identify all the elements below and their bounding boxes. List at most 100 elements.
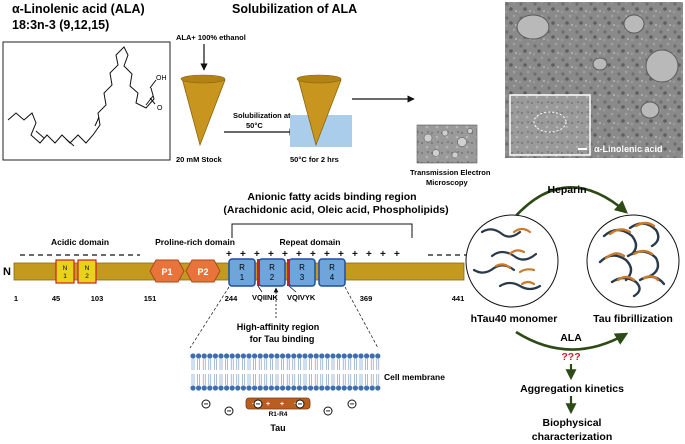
affinity-label-line2: for Tau binding <box>250 334 315 344</box>
n1-insert <box>55 259 75 284</box>
step-label-line2: 50°C <box>246 121 263 130</box>
lipid-tail <box>247 374 251 385</box>
stock-label: 20 mM Stock <box>176 155 223 164</box>
lipid-head <box>229 385 235 391</box>
p1-proline-segment <box>149 259 185 283</box>
svg-text:2: 2 <box>85 273 89 280</box>
lipid-head <box>212 353 218 359</box>
lipid-head <box>201 353 207 359</box>
lipid-tail <box>236 374 240 385</box>
micrograph-vesicles <box>516 14 679 119</box>
lipid-head <box>302 385 308 391</box>
vqivyk-label: VQIVYK <box>287 293 316 302</box>
lipid-tail <box>275 359 279 370</box>
fibril-aggregates <box>598 221 666 298</box>
lipid-tail <box>191 359 195 370</box>
lipid-head <box>347 353 353 359</box>
ala-formula: 18:3n-3 (9,12,15) <box>12 18 109 32</box>
lipid-tail <box>331 374 335 385</box>
lipid-tail <box>225 374 228 385</box>
negative-charge-circle <box>323 406 333 416</box>
biophys-label-line2: characterization <box>532 431 613 443</box>
svg-text:+: + <box>366 249 372 260</box>
svg-text:+: + <box>352 249 358 260</box>
lipid-head <box>246 353 252 359</box>
tau-r1-r4-segment <box>245 397 311 410</box>
lipid-tail <box>370 359 374 370</box>
membrane-negative-charges: −−−−−− <box>201 399 357 416</box>
svg-text:+: + <box>240 249 246 260</box>
lipid-tail <box>214 374 217 385</box>
svg-text:369: 369 <box>360 294 373 303</box>
lipid-tail <box>197 359 200 370</box>
lipid-tail <box>348 374 352 385</box>
lipid-head <box>364 353 370 359</box>
tau-segment-label: R1-R4 <box>269 411 288 418</box>
svg-text:4: 4 <box>330 273 335 282</box>
acidic-domain-label: Acidic domain <box>51 237 109 247</box>
lipid-tail <box>326 374 329 385</box>
lipid-tail <box>225 359 228 370</box>
lipid-tail <box>376 359 380 370</box>
svg-text:N: N <box>63 265 68 272</box>
svg-text:45: 45 <box>52 294 60 303</box>
lipid-head <box>375 385 381 391</box>
lipid-head <box>296 385 302 391</box>
lipid-head <box>324 385 330 391</box>
lipid-head <box>224 353 230 359</box>
lipid-tail <box>354 374 357 385</box>
negative-charge-sign: − <box>227 407 232 416</box>
lipid-head <box>224 385 230 391</box>
micrograph-inset <box>509 94 591 156</box>
lipid-head <box>268 385 274 391</box>
ala-o-label: O <box>157 105 163 112</box>
negative-charge-sign: − <box>256 400 261 409</box>
lipid-tail <box>320 374 324 385</box>
inset-highlight-circle <box>533 111 567 133</box>
zoom-guide-lines <box>189 286 379 349</box>
lipid-head <box>235 385 241 391</box>
svg-text:+: + <box>380 249 386 260</box>
lipid-tail <box>326 359 329 370</box>
lipid-tail <box>342 359 346 370</box>
lipid-head <box>291 385 297 391</box>
lipid-tail <box>314 359 318 370</box>
lipid-tail <box>253 359 256 370</box>
stock-tube <box>181 77 226 147</box>
lipid-head <box>369 385 375 391</box>
scale-bar <box>578 148 587 150</box>
svg-text:R: R <box>239 263 245 272</box>
tem-label-line2: Microscopy <box>426 178 469 187</box>
lipid-head <box>190 385 196 391</box>
tem-label-line1: Transmission Electron <box>410 168 491 177</box>
fibril-label: Tau fibrillization <box>593 313 673 325</box>
lipid-tail <box>242 374 245 385</box>
lipid-head <box>285 353 291 359</box>
lipid-tail <box>253 374 256 385</box>
negative-charge-circle <box>295 399 305 409</box>
lipid-head <box>240 385 246 391</box>
lipid-head <box>212 385 218 391</box>
svg-text:+: + <box>226 249 232 260</box>
lipid-tail <box>354 359 357 370</box>
lipid-tail <box>270 374 273 385</box>
residue-positions: 1 45 103 151 244 369 441 <box>14 294 464 303</box>
lipid-head <box>358 385 364 391</box>
lipid-head <box>352 385 358 391</box>
lipid-tail <box>247 359 251 370</box>
lipid-tail <box>309 359 312 370</box>
lipid-tail <box>320 359 324 370</box>
svg-text:P1: P1 <box>161 267 172 277</box>
lipid-tail <box>202 374 206 385</box>
svg-text:244: 244 <box>225 294 238 303</box>
lipid-tail <box>292 374 296 385</box>
lipid-head <box>246 385 252 391</box>
svg-text:441: 441 <box>452 294 465 303</box>
repeat-r1 <box>228 258 256 287</box>
lipid-head <box>218 353 224 359</box>
svg-text:+: + <box>254 249 260 260</box>
lipid-head <box>196 353 202 359</box>
svg-text:+: + <box>394 249 400 260</box>
lipid-tail <box>197 374 200 385</box>
lipid-tail <box>303 359 307 370</box>
